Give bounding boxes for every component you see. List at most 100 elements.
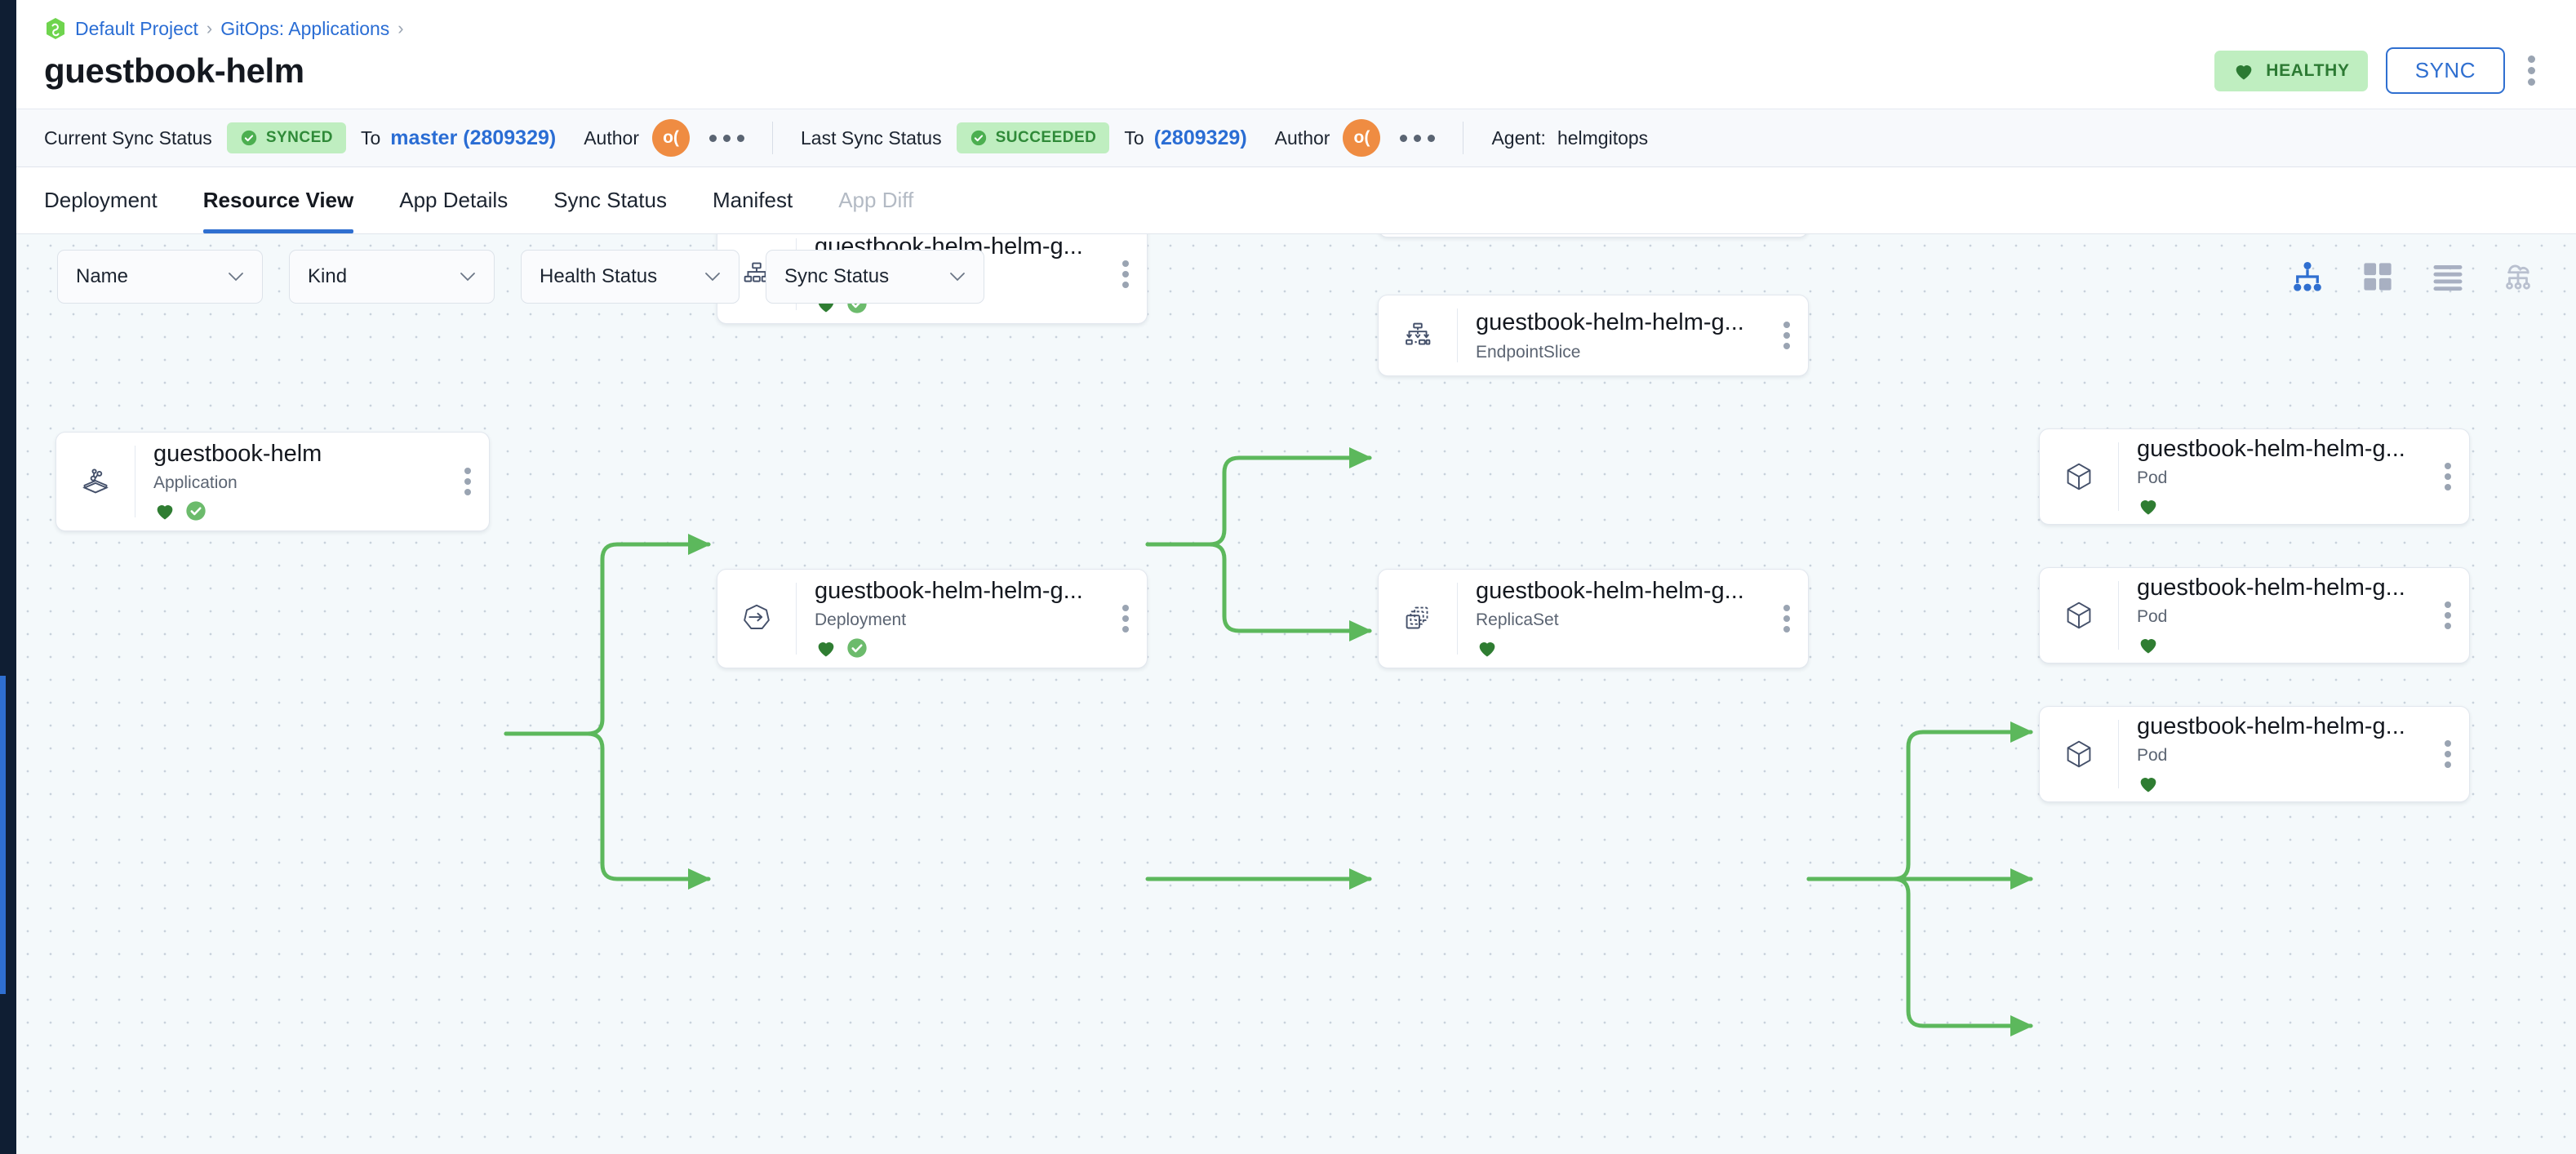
resource-node-replicaset[interactable]: guestbook-helm-helm-g... ReplicaSet xyxy=(1378,569,1809,668)
filter-name-label: Name xyxy=(76,265,129,287)
node-divider xyxy=(796,583,797,655)
node-divider xyxy=(2118,581,2119,650)
last-overflow-menu-icon[interactable] xyxy=(1400,134,1436,142)
node-overflow-menu-icon[interactable] xyxy=(1765,317,1808,354)
tab-app-details[interactable]: App Details xyxy=(399,188,509,212)
resource-node-pod[interactable]: guestbook-helm-helm-g... Pod xyxy=(2039,567,2470,664)
current-sync-status-label: Current Sync Status xyxy=(44,126,212,149)
sync-status-bar: Current Sync Status SYNCED To master (28… xyxy=(16,109,2576,167)
current-overflow-menu-icon[interactable] xyxy=(708,134,744,142)
node-overflow-menu-icon[interactable] xyxy=(2427,597,2469,634)
filter-kind[interactable]: Kind xyxy=(289,250,495,304)
node-kind: Deployment xyxy=(815,610,907,630)
last-author-label: Author xyxy=(1274,126,1330,149)
breadcrumb-item-default-project[interactable]: Default Project xyxy=(75,17,198,39)
resource-node-pod[interactable]: guestbook-helm-helm-g... Pod xyxy=(2039,706,2470,802)
tab-bar: Deployment Resource View App Details Syn… xyxy=(16,167,2576,234)
filter-sync-status[interactable]: Sync Status xyxy=(766,250,984,304)
main-content: Default Project › GitOps: Applications ›… xyxy=(16,0,2576,1154)
node-kind: Pod xyxy=(2137,607,2168,627)
current-author-label: Author xyxy=(584,126,639,149)
check-circle-icon xyxy=(241,130,256,146)
grid-view-icon[interactable] xyxy=(2361,260,2395,294)
node-overflow-menu-icon[interactable] xyxy=(1765,600,1808,637)
node-body: guestbook-helm Application xyxy=(135,440,446,524)
tab-resource-view[interactable]: Resource View xyxy=(180,166,377,233)
header-actions: HEALTHY SYNC xyxy=(2214,47,2540,94)
heart-icon xyxy=(2140,639,2156,654)
node-kind: EndpointSlice xyxy=(1476,342,1581,362)
heart-icon xyxy=(2236,64,2252,79)
graph-nodes: guestbook-helm Application xyxy=(16,234,2576,1154)
header-overflow-menu-icon[interactable] xyxy=(2523,51,2540,91)
resource-node-application[interactable]: guestbook-helm Application xyxy=(56,432,490,531)
status-divider xyxy=(771,122,773,154)
list-view-icon[interactable] xyxy=(2431,260,2465,294)
view-mode-group xyxy=(2290,260,2535,294)
deployment-icon xyxy=(717,600,796,637)
node-overflow-menu-icon[interactable] xyxy=(446,463,489,500)
node-body: guestbook-helm-helm-g... ReplicaSet xyxy=(1458,577,1765,661)
node-divider xyxy=(1457,308,1458,362)
check-circle-icon xyxy=(970,130,986,146)
node-overflow-menu-icon[interactable] xyxy=(2427,458,2469,495)
check-circle-icon xyxy=(186,501,206,522)
node-body: guestbook-helm-helm-g... EndpointSlice xyxy=(1458,308,1765,362)
last-revision-link[interactable]: (2809329) xyxy=(1153,126,1247,149)
filter-health-status[interactable]: Health Status xyxy=(521,250,739,304)
node-overflow-menu-icon[interactable] xyxy=(1104,600,1147,637)
resource-node-endpoints[interactable]: guestbook-helm-helm-g... Endpoints xyxy=(1378,234,1809,237)
current-to-label: To xyxy=(361,126,381,149)
filter-name[interactable]: Name xyxy=(57,250,263,304)
current-author-avatar[interactable]: o( xyxy=(651,119,690,157)
tab-deployment[interactable]: Deployment xyxy=(44,188,158,212)
pod-icon xyxy=(2040,735,2118,773)
resource-node-deployment[interactable]: guestbook-helm-helm-g... Deployment xyxy=(717,569,1148,668)
resource-graph-canvas[interactable]: Name Kind Health Status Sync Status xyxy=(16,234,2576,1154)
current-sync-status-badge: SYNCED xyxy=(226,122,346,153)
tree-view-icon[interactable] xyxy=(2290,260,2325,294)
node-body: guestbook-helm-helm-g... Deployment xyxy=(797,577,1104,661)
last-sync-status-badge: SUCCEEDED xyxy=(956,122,1110,153)
last-author-avatar[interactable]: o( xyxy=(1343,119,1381,157)
node-name: guestbook-helm-helm-g... xyxy=(2137,574,2405,601)
title-row: guestbook-helm HEALTHY SYNC xyxy=(16,42,2576,94)
node-status xyxy=(2137,494,2415,518)
node-kind: Pod xyxy=(2137,468,2168,488)
breadcrumb-item-gitops-applications[interactable]: GitOps: Applications xyxy=(220,17,390,39)
pod-icon xyxy=(2040,458,2118,495)
chevron-down-icon xyxy=(950,273,965,282)
last-sync-status-label: Last Sync Status xyxy=(800,126,942,149)
agent-label: Agent: xyxy=(1491,126,1546,149)
helm-icon xyxy=(56,463,135,500)
node-body: guestbook-helm-helm-g... Pod xyxy=(2119,435,2427,519)
node-name: guestbook-helm-helm-g... xyxy=(1476,309,1744,335)
node-name: guestbook-helm-helm-g... xyxy=(2137,435,2405,462)
current-revision-link[interactable]: master (2809329) xyxy=(390,126,557,149)
page-title: guestbook-helm xyxy=(44,51,304,90)
node-overflow-menu-icon[interactable] xyxy=(2427,735,2469,773)
filter-group: Name Kind Health Status Sync Status xyxy=(57,250,984,304)
resource-node-endpointslice[interactable]: guestbook-helm-helm-g... EndpointSlice xyxy=(1378,295,1809,376)
resource-node-pod[interactable]: guestbook-helm-helm-g... Pod xyxy=(2039,428,2470,525)
filter-sync-status-label: Sync Status xyxy=(784,265,890,287)
pod-icon xyxy=(2040,597,2118,634)
network-view-icon[interactable] xyxy=(2501,260,2535,294)
node-overflow-menu-icon[interactable] xyxy=(1104,255,1147,293)
agent-value: helmgitops xyxy=(1557,126,1649,149)
left-nav-rail[interactable] xyxy=(0,0,16,1154)
sync-button[interactable]: SYNC xyxy=(2385,47,2505,94)
endpointslice-icon xyxy=(1379,317,1457,354)
tab-sync-status[interactable]: Sync Status xyxy=(553,188,667,212)
tab-app-diff: App Diff xyxy=(838,188,914,212)
node-status xyxy=(815,636,1093,660)
node-name: guestbook-helm-helm-g... xyxy=(815,577,1083,604)
node-status xyxy=(2137,771,2415,796)
page-header: Default Project › GitOps: Applications ›… xyxy=(16,0,2576,234)
node-name: guestbook-helm-helm-g... xyxy=(2137,712,2405,739)
chevron-down-icon xyxy=(705,273,720,282)
status-badge-health: HEALTHY xyxy=(2214,50,2368,91)
node-divider xyxy=(2118,720,2119,788)
tab-manifest[interactable]: Manifest xyxy=(712,188,793,212)
